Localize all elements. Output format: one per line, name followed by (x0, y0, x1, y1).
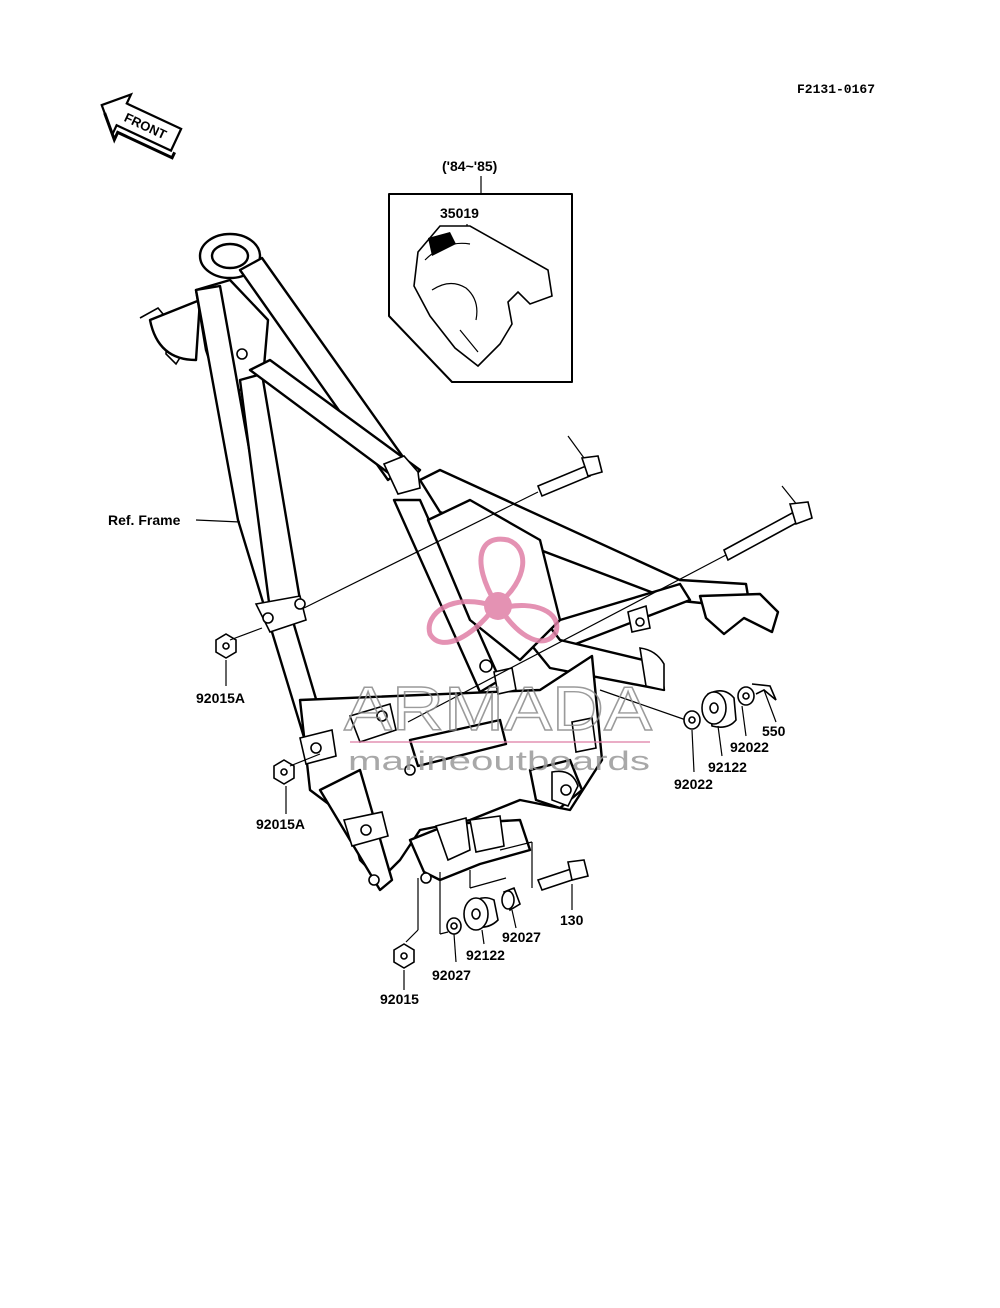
propeller-logo-icon (426, 536, 560, 645)
lower-mount-hardware: 92027 92122 92027 (432, 870, 541, 983)
label-92122-right: 92122 (708, 759, 747, 775)
inset-years-label: ('84~'85) (442, 158, 497, 174)
bolt-131 (303, 435, 603, 609)
inset-panel: ('84~'85) 35019 (388, 158, 573, 383)
nut-92015: 92015 (380, 878, 419, 1007)
label-92015A-lower: 92015A (256, 816, 305, 832)
label-550: 550 (762, 723, 786, 739)
motorcycle-frame (139, 232, 780, 892)
watermark-brand: ARMADA (344, 675, 653, 744)
bolt-92001 (407, 485, 813, 723)
nut-92015A-upper: 92015A (196, 627, 263, 706)
armada-watermark: ARMADA marineoutboards (343, 536, 653, 776)
label-130: 130 (560, 912, 584, 928)
rear-mount-hardware: 550 92022 92122 92022 (599, 683, 786, 792)
nut-92015A-lower: 92015A (256, 753, 321, 832)
label-92027-left: 92027 (432, 967, 471, 983)
watermark-tagline: marineoutboards (348, 746, 650, 776)
label-92022-left: 92022 (674, 776, 713, 792)
label-92122-bottom: 92122 (466, 947, 505, 963)
ref-frame-label: Ref. Frame (108, 512, 181, 528)
bolt-130: 130 (499, 841, 589, 928)
label-92015A-upper: 92015A (196, 690, 245, 706)
front-arrow-icon: FRONT (100, 92, 183, 160)
diagram-code: F2131-0167 (797, 82, 875, 97)
side-cover-35019 (413, 225, 553, 368)
label-92022-right: 92022 (730, 739, 769, 755)
label-92015: 92015 (380, 991, 419, 1007)
inset-part-label: 35019 (440, 205, 479, 221)
label-92027-right: 92027 (502, 929, 541, 945)
propeller-hub-icon (484, 592, 512, 620)
